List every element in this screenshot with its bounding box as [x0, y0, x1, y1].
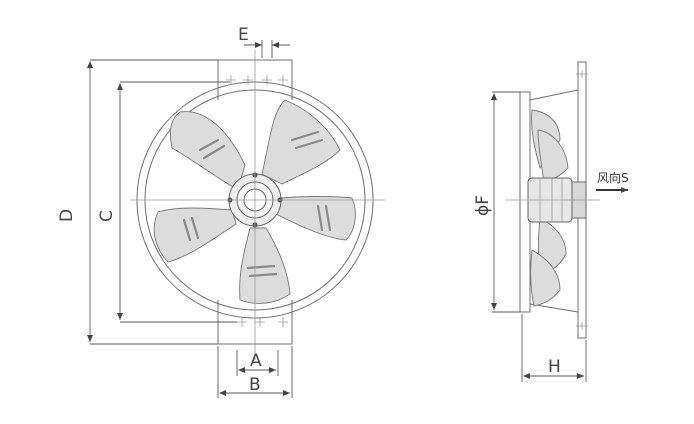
label-h: H: [548, 357, 561, 377]
dimension-f: ϕF: [473, 91, 520, 313]
label-d: D: [57, 209, 77, 222]
side-mounting-plate: [577, 61, 587, 339]
dimension-a: A: [236, 350, 279, 376]
blade-slot: [248, 272, 278, 278]
label-c: C: [97, 210, 117, 222]
label-e: E: [238, 25, 249, 45]
blade-slot: [182, 218, 192, 242]
blade-slot: [190, 216, 200, 240]
blade-slot: [290, 130, 320, 142]
dimension-b: B: [217, 346, 293, 398]
blade-slot: [316, 204, 324, 232]
blade-right: [275, 196, 356, 241]
blade-slot: [202, 144, 226, 160]
blade-left: [169, 111, 246, 191]
blade-slot: [294, 138, 324, 150]
dimension-c: C: [97, 81, 237, 323]
blade-slot: [246, 264, 276, 270]
side-blade-upper: [537, 129, 569, 185]
side-view: 风向S ϕF H: [473, 61, 629, 382]
label-b: B: [249, 375, 261, 395]
label-f: ϕF: [473, 195, 493, 216]
top-mounting-holes: [226, 75, 288, 85]
top-bracket: [217, 59, 293, 100]
blade-slot: [324, 204, 332, 232]
airflow-label: 风向S: [597, 170, 629, 185]
side-housing: [519, 91, 531, 313]
blade-top: [261, 99, 341, 185]
front-view: D C E A B: [57, 25, 385, 398]
bottom-mounting-holes: [237, 317, 288, 327]
label-a: A: [250, 351, 262, 371]
airflow-indicator: 风向S: [596, 170, 629, 193]
side-hole: [576, 322, 588, 330]
dimension-d: D: [57, 59, 218, 345]
blade-bottom-left: [153, 207, 237, 263]
blade-slot: [198, 138, 220, 152]
side-blade-bottom: [530, 249, 561, 307]
dimension-h: H: [521, 314, 587, 382]
dimension-e: E: [238, 25, 290, 58]
side-hole: [576, 70, 588, 78]
